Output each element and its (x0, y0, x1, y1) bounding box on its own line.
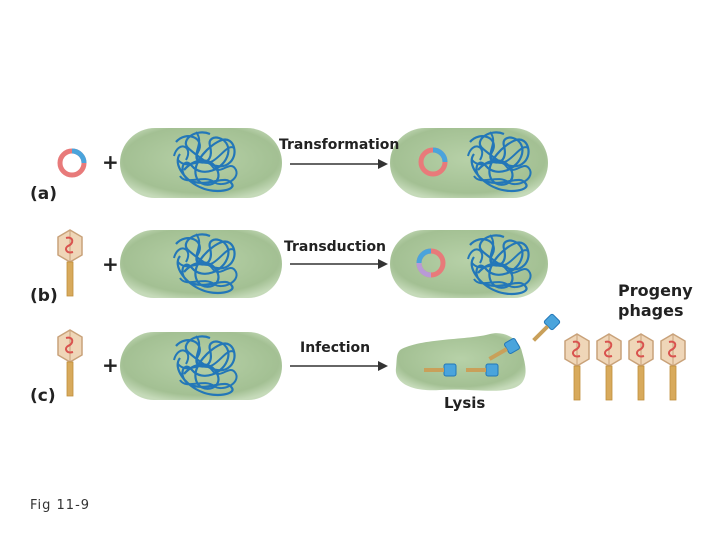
progeny-phage-icon (628, 333, 654, 401)
plus-sign: + (102, 252, 119, 276)
progeny-label-line1: Progeny (618, 281, 693, 300)
plus-sign: + (102, 353, 119, 377)
row-b (57, 229, 548, 298)
progeny-phages-label: Progeny phages (618, 281, 693, 321)
plus-sign: + (102, 150, 119, 174)
lysing-cell (395, 333, 526, 391)
phage-icon (57, 229, 83, 297)
plasmid-icon (416, 248, 446, 278)
lysis-label: Lysis (444, 394, 486, 412)
figure-caption: Fig 11-9 (30, 498, 91, 513)
row-a (57, 128, 548, 198)
plasmid-icon (418, 147, 448, 177)
infection-label: Infection (300, 340, 371, 356)
row-label-c: (c) (30, 386, 56, 406)
progeny-phage-icon (596, 333, 622, 401)
phage-fragment-icon (528, 313, 561, 346)
phage-icon (57, 329, 83, 397)
row-label-a: (a) (30, 184, 58, 204)
plasmid-icon (57, 148, 87, 178)
row-label-b: (b) (30, 286, 58, 306)
transformation-label: Transformation (279, 137, 400, 153)
transduction-label: Transduction (284, 239, 387, 255)
progeny-phage-icon (564, 333, 590, 401)
row-c (57, 313, 686, 401)
progeny-label-line2: phages (618, 301, 684, 320)
progeny-phage-icon (660, 333, 686, 401)
